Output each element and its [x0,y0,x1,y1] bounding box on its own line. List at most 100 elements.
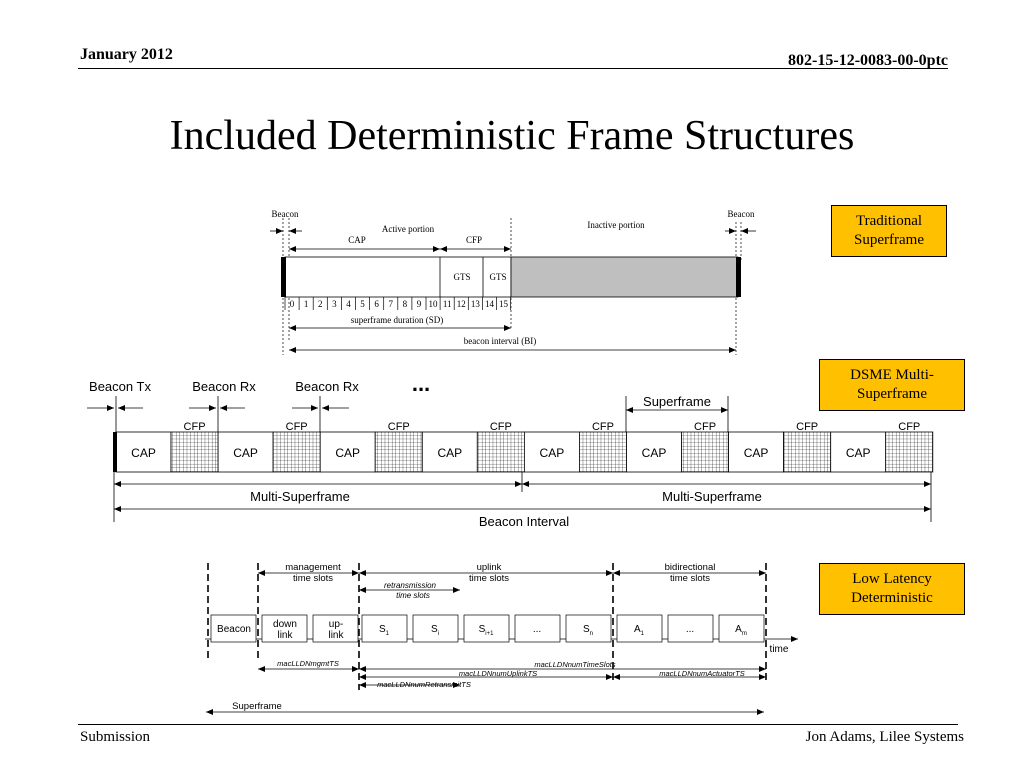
dsme-cap-label: CAP [131,446,156,460]
lld-slot-am [718,614,765,643]
trad-beacon-right-label: Beacon [728,209,755,219]
lld-superframe-label: Superframe [232,701,282,712]
dsme-cap-label: CAP [744,446,769,460]
lld-uplink-label: uplink [477,562,502,573]
lld-management-slots-label: time slots [293,573,333,584]
dsme-multi-superframe-1-label: Multi-Superframe [250,489,350,504]
lld-slot-si [412,614,459,643]
dsme-cfp-block [170,431,219,473]
trad-active-block [284,256,512,298]
dsme-frames: CAPCFPCAPCFPCAPCFPCAPCFPCAPCFPCAPCFPCAPC… [113,421,934,473]
dsme-cap-block [217,431,274,473]
lld-uplink-mgmt-label-2: link [328,630,344,641]
dsme-multi-superframe-2-label: Multi-Superframe [662,489,762,504]
trad-slot-number: 10 [429,299,439,309]
lld-slot-si1-label: Si+1 [479,624,495,637]
dsme-cfp-label: CFP [694,421,716,433]
dsme-beacon-rx2-label: Beacon Rx [295,379,359,394]
lld-dots-2-label: ... [686,624,694,635]
trad-inactive-portion-label: Inactive portion [587,220,645,230]
lld-slot-s1 [361,614,408,643]
dsme-cfp-block [374,431,423,473]
lld-bidirectional-label: bidirectional [665,562,716,573]
lld-slot-si-label: Si [431,624,439,637]
trad-beacon-left-label: Beacon [272,209,299,219]
lld-mgmt-ts-label: macLLDNmgmtTS [277,659,339,668]
lld-slot-sn-label: Sn [583,624,593,637]
dsme-beacon-bar [113,432,117,472]
lld-slot-dots-1 [514,614,561,643]
dsme-cap-label: CAP [335,446,360,460]
dsme-cap-label: CAP [540,446,565,460]
trad-slot-number: 2 [318,299,323,309]
dsme-cfp-block [272,431,321,473]
dsme-multi-superframe-tag: DSME Multi-Superframe [819,359,965,411]
lld-beacon-slot [210,614,257,643]
lld-downlink-slot [261,614,308,643]
trad-slot-number: 1 [304,299,309,309]
dsme-multi-superframe-diagram: Beacon Tx Beacon Rx Beacon Rx ... Superf… [87,371,934,529]
dsme-cap-label: CAP [233,446,258,460]
footer-submission: Submission [80,729,151,745]
lld-slot-si1 [463,614,510,643]
dsme-cap-block [115,431,172,473]
lld-dots-1-label: ... [533,624,541,635]
dsme-beacon-tx-label: Beacon Tx [89,379,151,394]
trad-gts2-label: GTS [489,272,506,282]
trad-slot-number: 9 [417,299,422,309]
lld-retransmit-ts-label: macLLDNnumRetransmitTS [377,680,471,689]
footer-author: Jon Adams, Lilee Systems [805,729,964,745]
lld-downlink-label-1: down [273,619,297,630]
trad-slot-number: 14 [485,299,495,309]
dsme-cfp-label: CFP [490,421,512,433]
dsme-cfp-block [681,431,729,473]
traditional-superframe-tag: Traditional Superframe [831,205,947,257]
lld-retransmission-slots-label: time slots [396,591,430,600]
lld-time-label: time [770,644,789,655]
lld-slot-am-label: Am [735,624,747,637]
header-doc-id: 802-15-12-0083-00-0ptc [788,52,948,69]
dsme-cfp-block [783,431,832,473]
low-latency-deterministic-tag: Low Latency Deterministic [819,563,965,615]
dsme-cfp-label: CFP [796,421,818,433]
lld-diagram: management time slots uplink time slots … [205,562,798,715]
trad-slot-number: 11 [443,299,452,309]
dsme-cap-block [524,431,580,473]
trad-beacon-left-bar [281,257,286,297]
trad-cfp-label: CFP [466,235,482,245]
slide-title: Included Deterministic Frame Structures [169,113,855,159]
lld-slot-dots-2 [667,614,714,643]
dsme-cfp-label: CFP [388,421,410,433]
dsme-cfp-block [885,431,934,473]
lld-slot-a1 [616,614,663,643]
dsme-cap-label: CAP [437,446,462,460]
trad-sd-label: superframe duration (SD) [351,315,443,325]
lld-slot-s1-label: S1 [379,624,390,637]
lld-slot-sn [565,614,612,643]
lld-management-label: management [285,562,341,573]
dsme-beacon-rx1-label: Beacon Rx [192,379,256,394]
trad-beacon-right-bar [736,257,741,297]
trad-inactive-block [510,256,739,298]
dsme-cap-block [728,431,784,473]
lld-downlink-label-2: link [277,630,293,641]
dsme-superframe-label: Superframe [643,394,711,409]
lld-retransmission-label: retransmission [384,581,437,590]
trad-slot-number: 7 [389,299,394,309]
dsme-cfp-label: CFP [592,421,614,433]
traditional-superframe-diagram: Beacon Beacon Active portion Inactive po… [270,209,756,355]
dsme-cap-block [421,431,478,473]
trad-slot-number: 4 [346,299,351,309]
dsme-cfp-block [579,431,627,473]
lld-num-timeslots-label: macLLDNnumTimeSlots [534,660,615,669]
dsme-beacon-interval-label: Beacon Interval [479,514,569,529]
trad-gts1-label: GTS [453,272,470,282]
lld-beacon-slot-label: Beacon [217,624,251,635]
trad-slot-number: 5 [360,299,365,309]
trad-slot-number: 0 [290,299,295,309]
trad-slot-number: 13 [471,299,481,309]
trad-cap-label: CAP [348,235,366,245]
dsme-cap-label: CAP [846,446,871,460]
